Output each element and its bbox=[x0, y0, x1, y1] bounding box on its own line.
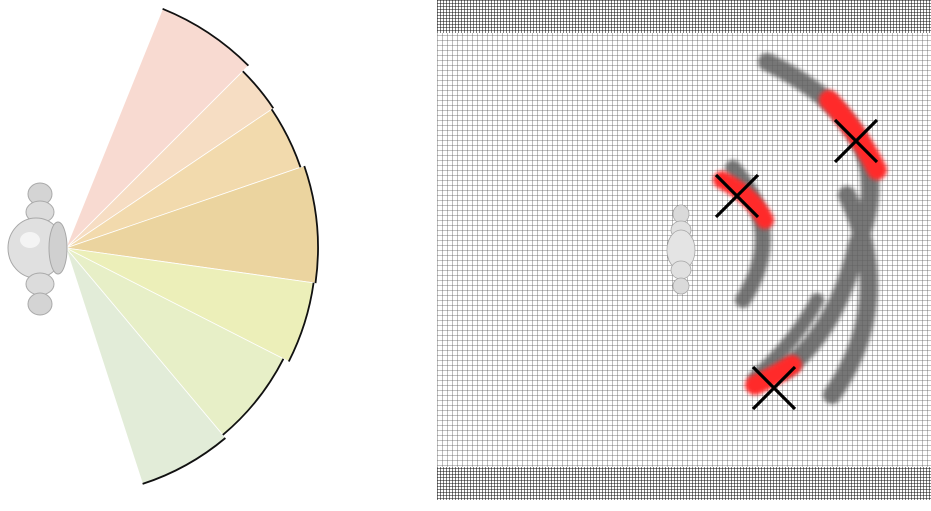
fan-arc bbox=[303, 165, 319, 284]
occupancy-grid-panel bbox=[437, 0, 931, 500]
obstacle-arc bbox=[725, 160, 771, 308]
detected-obstacle-patch bbox=[819, 90, 887, 180]
fan-arc bbox=[222, 358, 285, 436]
fan-arc bbox=[142, 437, 226, 485]
x-mark-icon bbox=[833, 118, 879, 164]
x-mark-icon bbox=[714, 173, 760, 219]
bottom-wall-band bbox=[437, 467, 931, 500]
obstacle-arc bbox=[823, 186, 878, 404]
fan-outer-arcs bbox=[142, 7, 319, 485]
top-wall-band bbox=[437, 0, 931, 33]
robot-topdown-icon bbox=[7, 182, 68, 316]
robot-topdown-icon bbox=[666, 204, 696, 295]
sensor-fan-panel bbox=[0, 0, 420, 511]
fan-arc bbox=[287, 282, 315, 362]
detected-obstacle-patch bbox=[745, 355, 802, 395]
detection-markers bbox=[714, 118, 879, 411]
x-mark-icon bbox=[751, 365, 797, 411]
detected-obstacle-patches bbox=[713, 90, 887, 395]
detected-obstacle-patch bbox=[713, 171, 774, 229]
fan-arc bbox=[270, 108, 302, 168]
sensor-fan-diagram bbox=[7, 7, 319, 485]
fan-arc bbox=[242, 70, 275, 109]
fan-sectors bbox=[65, 8, 319, 485]
fan-arc bbox=[162, 7, 250, 67]
occupancy-grid-map bbox=[437, 0, 931, 500]
